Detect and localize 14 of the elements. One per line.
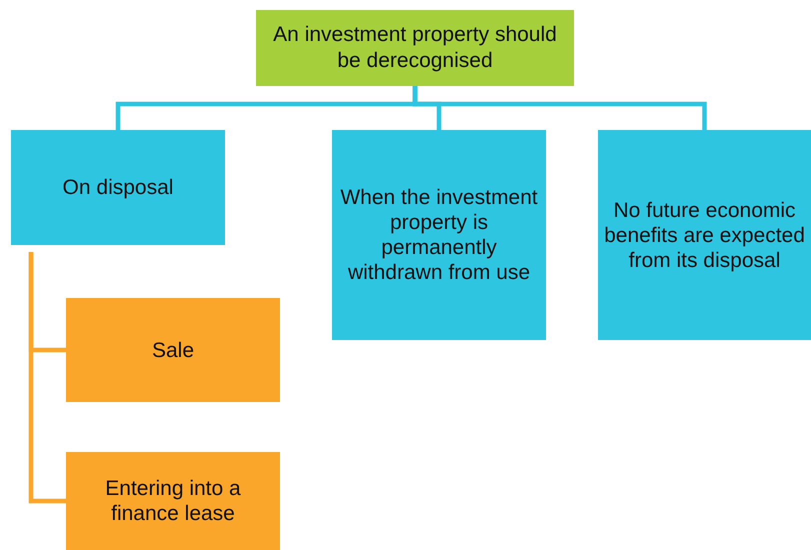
category-box bbox=[66, 298, 280, 402]
connector-line bbox=[28, 252, 66, 504]
connector-line bbox=[412, 86, 707, 130]
category-box bbox=[598, 130, 811, 340]
title-box bbox=[256, 10, 574, 86]
box-text: An investment property should be derecognised bbox=[272, 22, 558, 74]
box-text: No future economic benefits are expected from its disposal bbox=[603, 198, 806, 272]
box-text: Entering into a finance lease bbox=[104, 476, 242, 526]
category-box bbox=[66, 452, 280, 550]
box-text: When the investment property is permanently withdrawn from use bbox=[339, 185, 539, 285]
category-box bbox=[332, 130, 546, 340]
box-text: On disposal bbox=[62, 175, 174, 200]
box-text: Sale bbox=[152, 338, 194, 362]
category-box bbox=[11, 130, 225, 245]
